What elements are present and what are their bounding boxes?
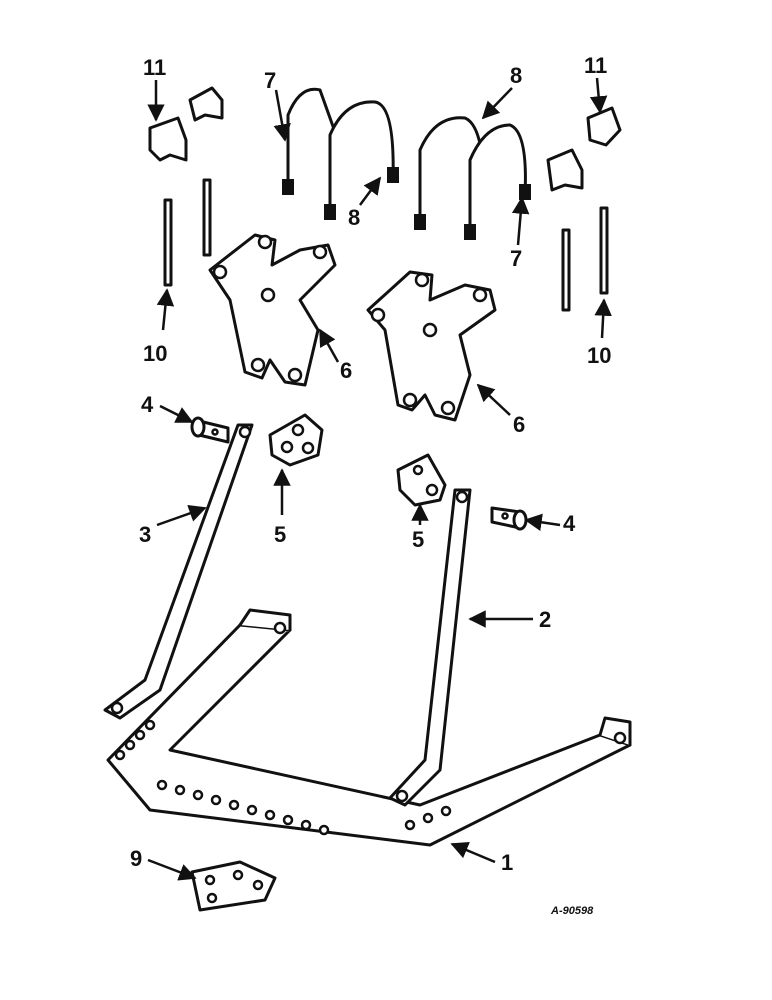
callout-11-left: 11 — [143, 55, 166, 80]
callout-4-left: 4 — [141, 392, 154, 417]
callout-7-right: 7 — [510, 246, 522, 271]
callout-3: 3 — [139, 522, 151, 547]
callout-4-right: 4 — [563, 511, 576, 536]
right-brace-part-2 — [388, 488, 472, 807]
callout-10-right: 10 — [587, 343, 611, 368]
left-brace-part-3 — [103, 423, 254, 720]
callout-11-right: 11 — [584, 53, 607, 78]
pin-left-part-4 — [190, 416, 230, 444]
callout-9: 9 — [130, 846, 142, 871]
casting-right-part-6 — [366, 270, 497, 422]
clips-right-part-11 — [546, 106, 622, 192]
studs-right-part-10 — [561, 206, 609, 312]
callout-1: 1 — [501, 850, 513, 875]
callout-6-right: 6 — [513, 412, 525, 437]
u-bolt-right-part-7 — [464, 123, 531, 240]
callout-5-left: 5 — [274, 522, 286, 547]
bracket-right-part-5 — [396, 453, 447, 507]
reference-code: A-90598 — [550, 905, 594, 917]
pin-right-part-4 — [490, 506, 528, 531]
callout-8-right: 8 — [510, 63, 522, 88]
callout-2: 2 — [539, 607, 551, 632]
callout-10-left: 10 — [143, 341, 167, 366]
frame-bolt-holes — [114, 621, 627, 836]
callout-7-left: 7 — [264, 68, 276, 93]
clips-left-part-11 — [148, 86, 224, 162]
bracket-left-part-5 — [268, 413, 324, 467]
casting-left-part-6 — [208, 233, 337, 387]
main-frame-part-1 — [106, 608, 632, 847]
callout-5-right: 5 — [412, 527, 424, 552]
callout-labels: 11 11 7 8 8 7 10 10 6 6 4 4 5 5 3 2 1 9 — [130, 53, 611, 875]
leader-lines — [147, 77, 612, 881]
studs-left-part-10 — [163, 178, 212, 287]
callout-6-left: 6 — [340, 358, 352, 383]
callout-8-left: 8 — [348, 205, 360, 230]
plate-part-9 — [190, 860, 277, 912]
